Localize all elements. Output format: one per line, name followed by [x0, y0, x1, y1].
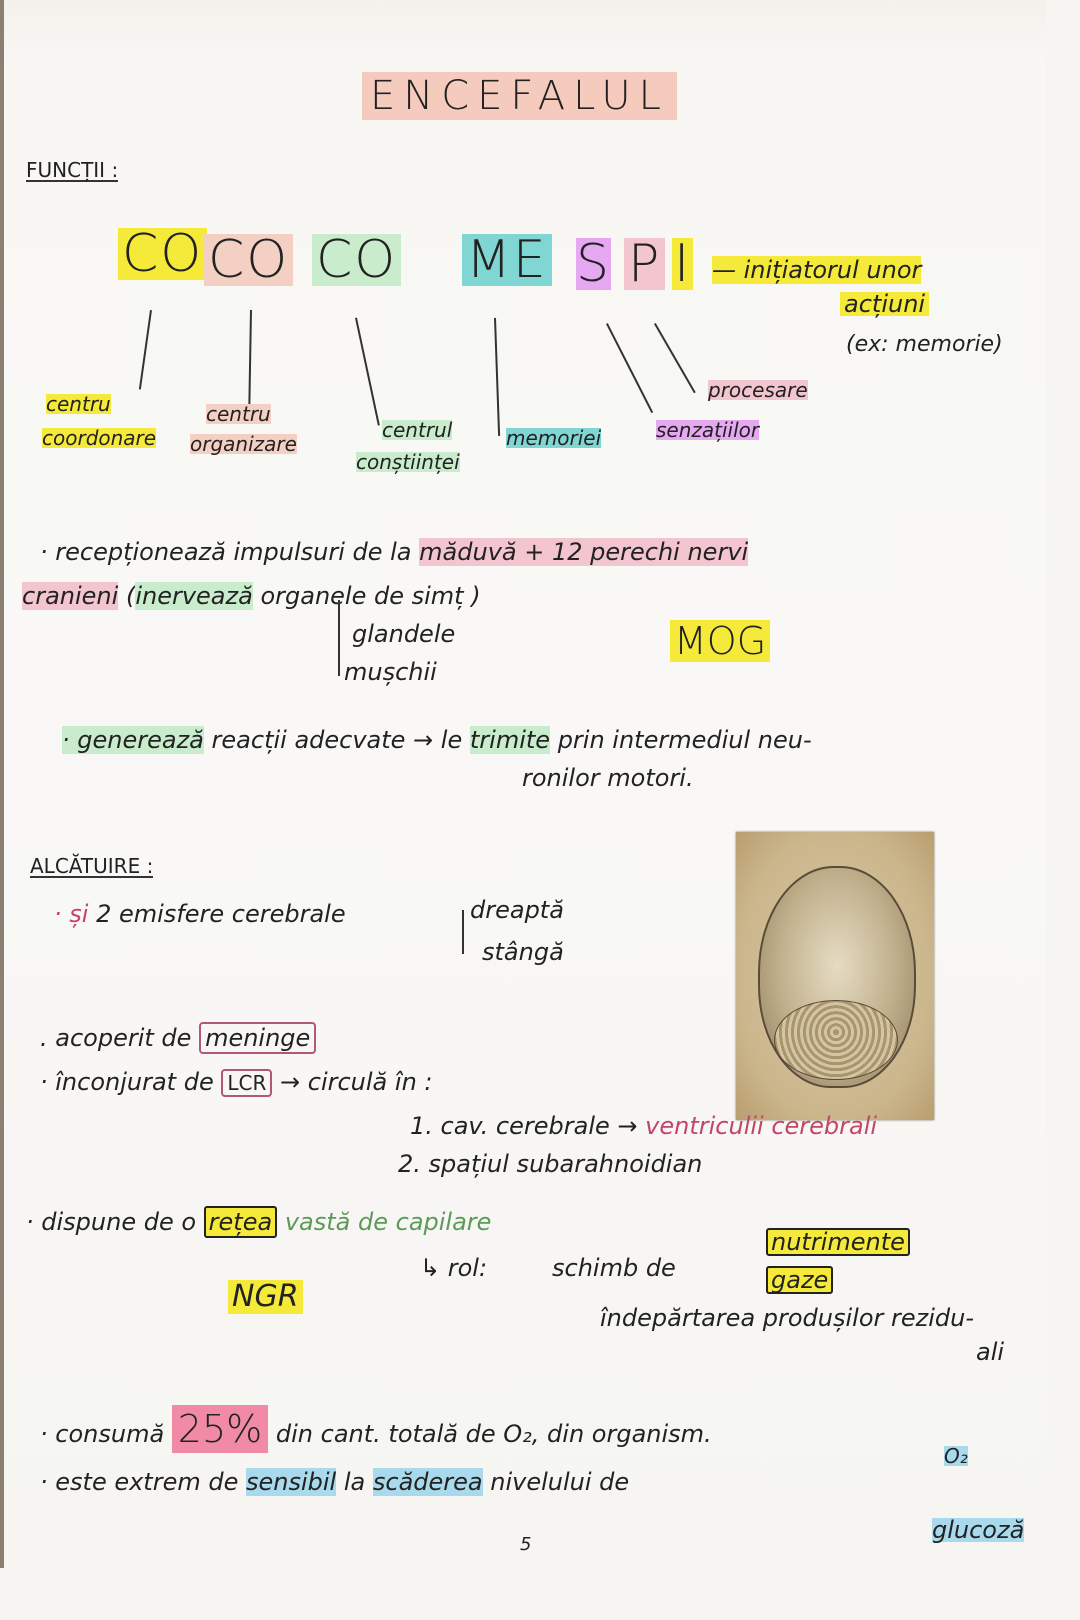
capilare-text: vastă de capilare	[284, 1208, 492, 1236]
section-alcatuire: ALCĂTUIRE :	[30, 854, 154, 878]
indepartare-text2: ali	[976, 1338, 1005, 1366]
label-centru-organizare-2: organizare	[190, 432, 297, 456]
genereaza-highlight: · generează	[62, 726, 204, 754]
inconjurat-item1: 1. cav. cerebrale → ventriculii cerebral…	[410, 1114, 877, 1138]
trimite-highlight: trimite	[469, 726, 551, 754]
indepartare-text: îndepărtarea produșilor rezidu-	[600, 1304, 975, 1332]
rol-label: ↳ rol:	[420, 1254, 488, 1282]
page-edge	[0, 0, 4, 1568]
label-centru-organizare-1: centru	[206, 402, 271, 426]
label-centrul-constiintei-2: conștiinței	[356, 450, 460, 474]
cranieni-highlight: cranieni	[22, 582, 119, 610]
schimb-text: schimb de	[552, 1254, 676, 1282]
mnemonic-co-3: CO	[312, 234, 402, 286]
acoperit-text: . acoperit de	[40, 1024, 192, 1052]
label-senzatiilor: senzațiilor	[656, 418, 760, 442]
genereaza-line1: · generează reacții adecvate → le trimit…	[62, 726, 812, 754]
percent-highlight: 25%	[171, 1405, 269, 1453]
retea-line: · dispune de o rețea vastă de capilare	[26, 1206, 492, 1238]
page-number: 5	[520, 1534, 532, 1555]
page-title: ENCEFALUL	[362, 72, 677, 120]
initiator-example: (ex: memorie)	[846, 332, 1003, 357]
branch-muschii: mușchii	[344, 658, 437, 686]
bracket-line	[338, 600, 340, 676]
brain-illustration	[736, 832, 934, 1120]
label-centru-coordonare-2: coordonare	[42, 426, 157, 450]
emisfere-stanga: stângă	[482, 938, 564, 966]
mnemonic-i: I	[672, 234, 694, 294]
inconjurat-item2: 2. spațiul subarahnoidian	[398, 1150, 703, 1178]
receptie-text: · recepționează impulsuri de la	[40, 538, 412, 566]
label-centrul-constiintei-1: centrul	[382, 418, 453, 442]
genereaza-text2: prin intermediul neu-	[557, 726, 812, 754]
glucoza-branch: glucoză	[932, 1516, 1025, 1544]
branch-organe-simt: organele de simț )	[260, 582, 481, 610]
mnemonic-me: ME	[462, 234, 552, 286]
lcr-boxed: LCR	[221, 1069, 273, 1097]
bracket-line	[462, 910, 464, 954]
inerveaza-highlight: inervează	[135, 582, 253, 610]
label-memoriei: memoriei	[506, 426, 602, 450]
o2-branch: O₂	[944, 1444, 968, 1468]
initiator-text: — inițiatorul unor	[712, 256, 922, 284]
connector-line	[138, 310, 152, 390]
brain-cerebellum	[774, 1000, 898, 1080]
mnemonic-co-1: CO	[118, 228, 208, 280]
acoperit-line: . acoperit de meninge	[40, 1022, 317, 1054]
consum-line: · consumă 25% din cant. totală de O₂, di…	[40, 1405, 712, 1453]
paren: (	[125, 582, 136, 610]
cav-cerebrale: 1. cav. cerebrale →	[410, 1112, 638, 1140]
notebook-page: ENCEFALUL FUNCȚII : CO CO CO ME S P I — …	[0, 0, 1046, 1568]
mnemonic-mog: MOG	[670, 620, 771, 662]
meninge-boxed: meninge	[199, 1022, 317, 1054]
connector-line	[606, 323, 654, 414]
connector-line	[654, 323, 696, 394]
si-text: · și	[54, 900, 89, 928]
label-centru-coordonare-1: centru	[46, 392, 111, 416]
connector-line	[355, 317, 380, 426]
label-procesare: procesare	[708, 378, 808, 402]
sensibil-line: · este extrem de sensibil la scăderea ni…	[40, 1468, 630, 1496]
nivelului-text: nivelului de	[490, 1468, 630, 1496]
emisfere-dreapta: dreaptă	[470, 896, 564, 924]
mnemonic-ngr: NGR	[228, 1280, 303, 1314]
inconjurat-line: · înconjurat de LCR → circulă în :	[40, 1068, 433, 1097]
inconjurat-text: · înconjurat de	[40, 1068, 214, 1096]
emisfere-text: 2 emisfere cerebrale	[96, 900, 346, 928]
receptie-line2: cranieni (inervează organele de simț )	[22, 582, 481, 610]
section-functions: FUNCȚII :	[26, 158, 119, 182]
consuma-text: · consumă	[40, 1420, 165, 1448]
genereaza-line2: ronilor motori.	[522, 764, 694, 792]
sensibil-text: · este extrem de	[40, 1468, 239, 1496]
consum-text2: din cant. totală de O₂, din organism.	[275, 1420, 712, 1448]
receptie-highlight: măduvă + 12 perechi nervi	[419, 538, 749, 566]
sensibil-highlight: sensibil	[246, 1468, 337, 1496]
ventriculii-cerebrali: ventriculii cerebrali	[645, 1112, 878, 1140]
connector-line	[494, 317, 501, 436]
mnemonic-s: S	[576, 234, 612, 294]
receptie-line1: · recepționează impulsuri de la măduvă +…	[40, 538, 749, 566]
emisfere-line: · și 2 emisfere cerebrale	[54, 902, 346, 926]
genereaza-text: reacții adecvate → le	[211, 726, 463, 754]
gaze-boxed: gaze	[766, 1266, 834, 1294]
nutrimente-boxed: nutrimente	[766, 1228, 910, 1256]
scaderea-highlight: scăderea	[372, 1468, 483, 1496]
retea-text: · dispune de o	[26, 1208, 197, 1236]
initiator-line2: acțiuni	[840, 292, 930, 316]
connector-line	[248, 310, 252, 406]
circula-text: → circulă în :	[280, 1068, 433, 1096]
mnemonic-co-2: CO	[204, 234, 294, 286]
branch-glandele: glandele	[352, 620, 456, 648]
la-text: la	[343, 1468, 366, 1496]
retea-boxed: rețea	[203, 1206, 278, 1238]
mnemonic-p: P	[624, 238, 666, 290]
initiator-line1: — inițiatorul unor	[712, 256, 922, 284]
